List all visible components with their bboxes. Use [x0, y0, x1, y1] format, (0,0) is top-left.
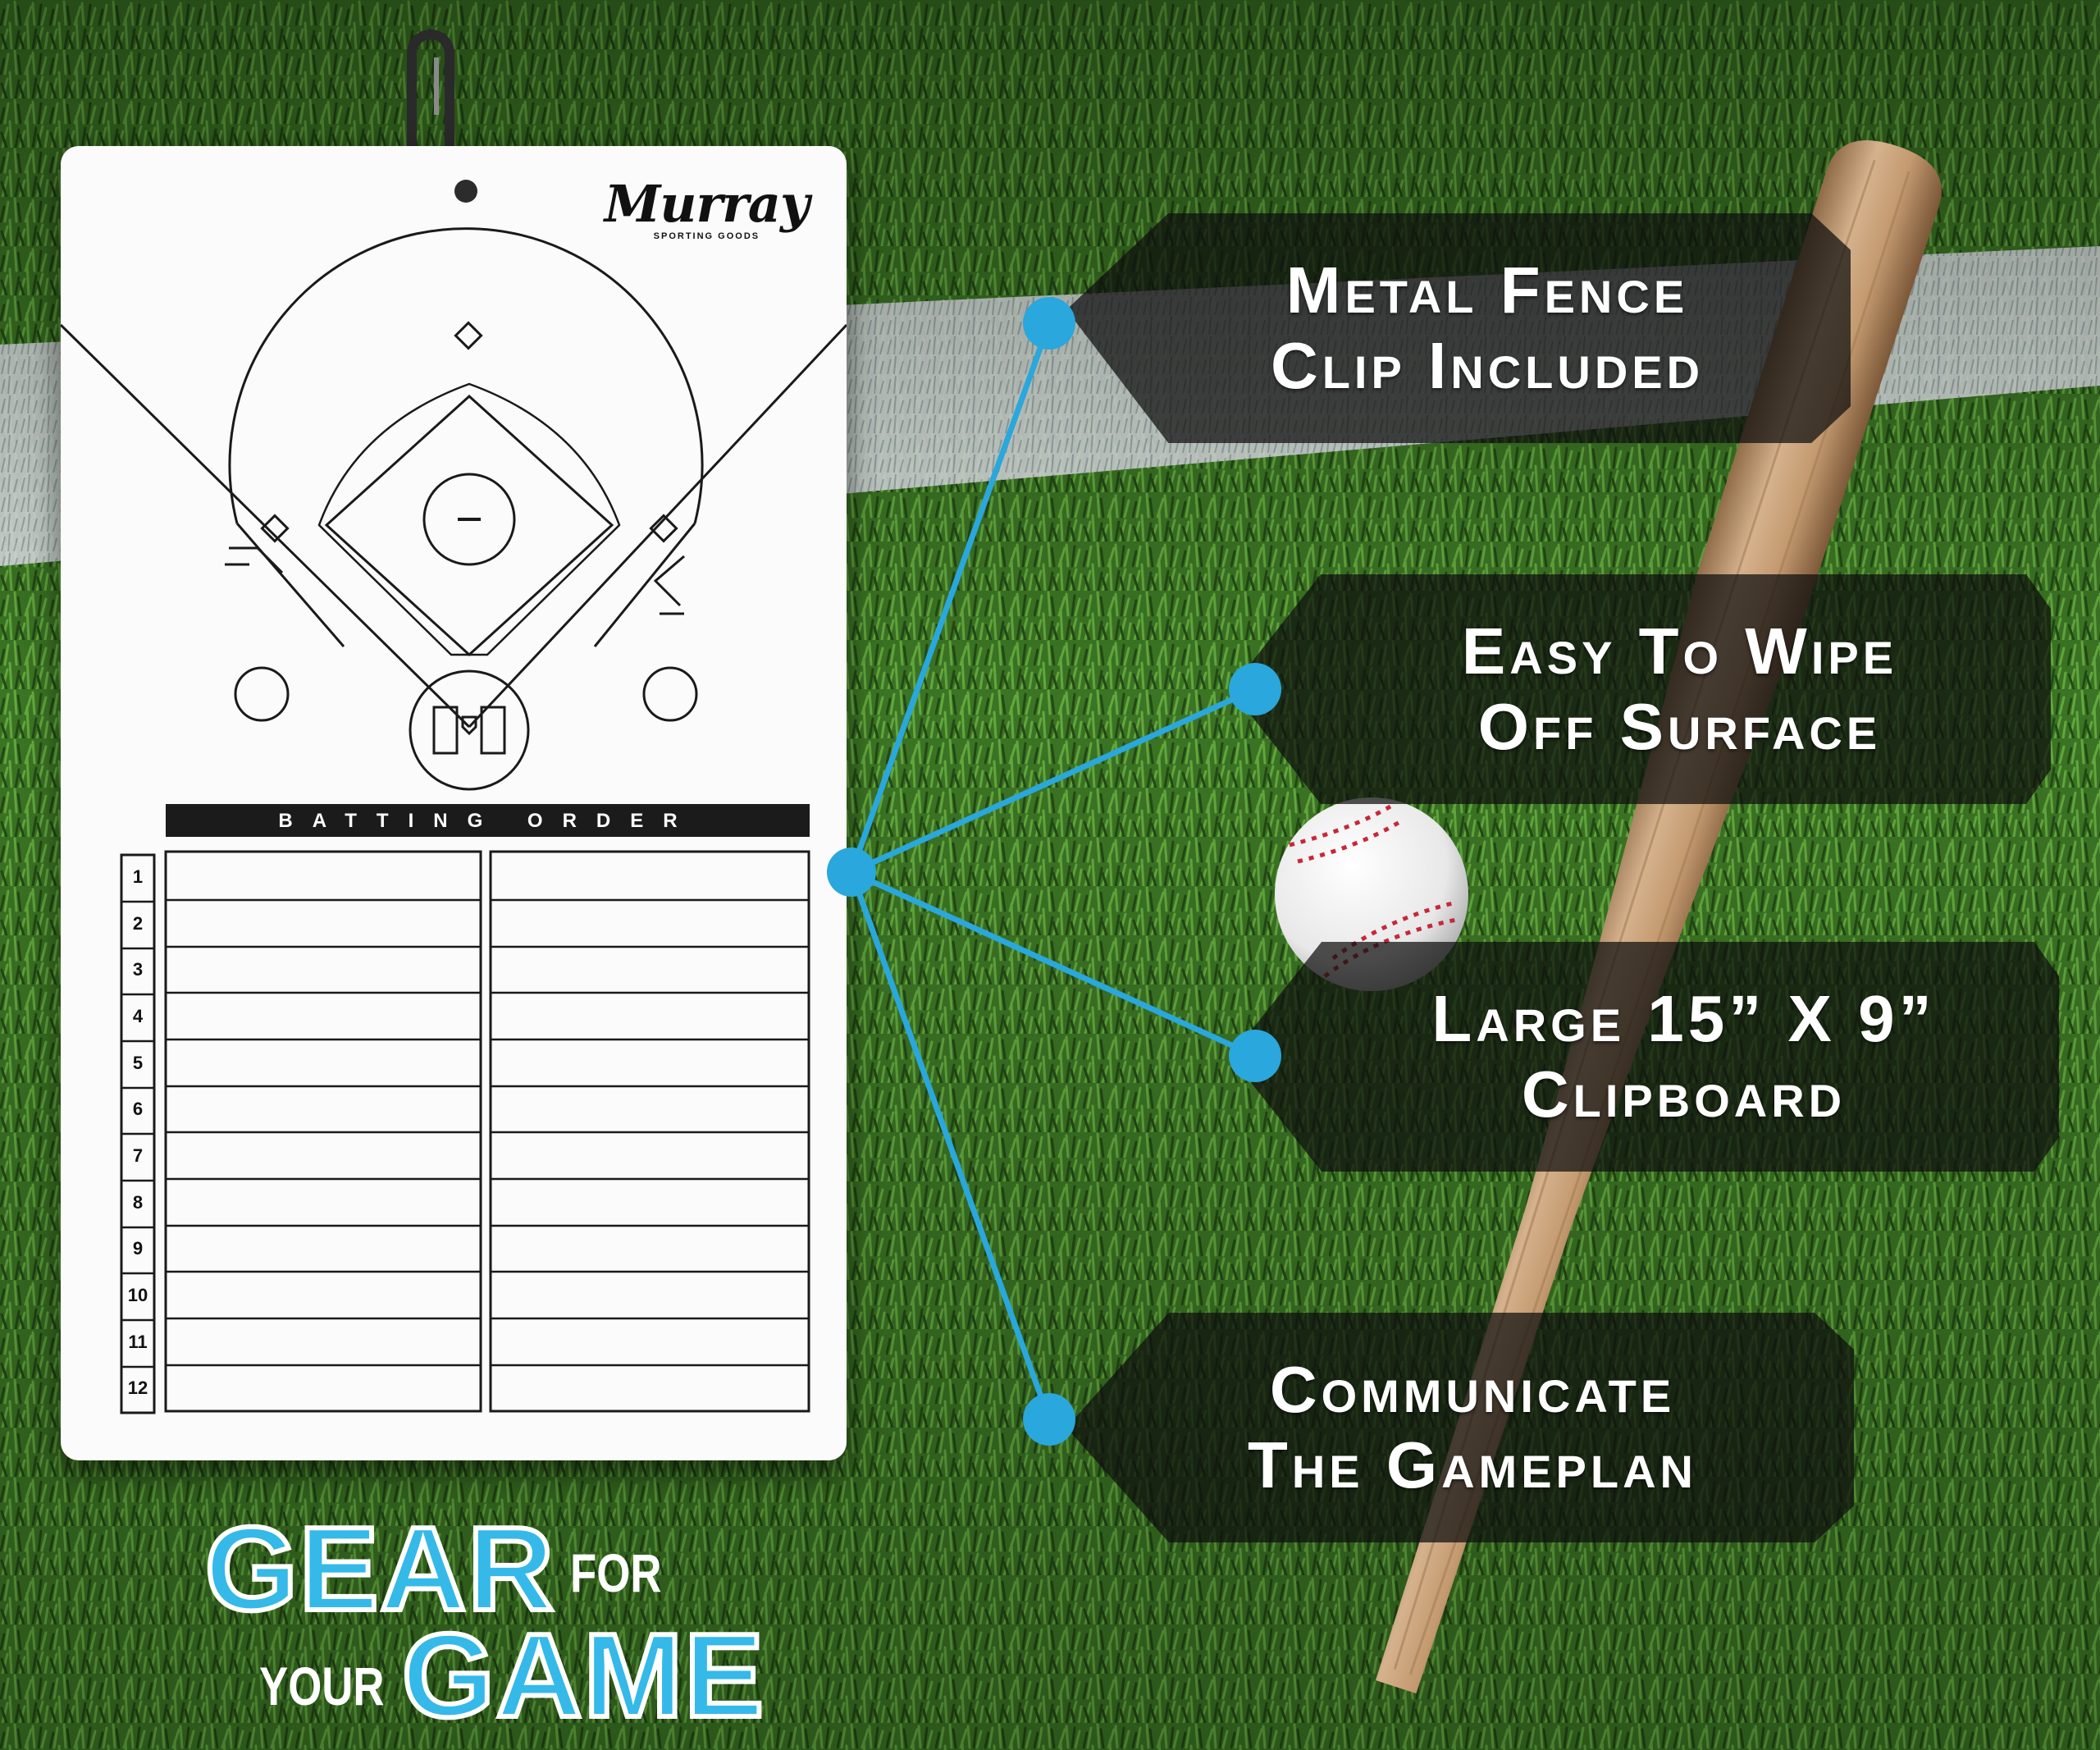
feature-text: Metal Fence Clip Included [1270, 254, 1705, 402]
brand-subtitle: SPORTING GOODS [653, 231, 760, 241]
tagline-for: FOR [570, 1542, 662, 1603]
feature-callout: Communicate The Gameplan [1066, 1313, 1854, 1542]
tagline-your: YOUR [259, 1656, 385, 1716]
row-number: 9 [132, 1238, 144, 1259]
baseball-field-diagram [61, 180, 847, 1414]
feature-callout: Large 15” X 9” Clipboard [1230, 942, 2059, 1172]
batting-order-title: BATTING ORDER [278, 810, 697, 832]
batting-order-grid [120, 850, 810, 1414]
brand-logo: Murray SPORTING GOODS [604, 174, 810, 242]
row-number: 10 [127, 1285, 148, 1305]
feature-text: Easy To Wipe Off Surface [1461, 615, 1898, 763]
row-number: 2 [132, 913, 144, 934]
batting-order-header-bar [166, 804, 810, 837]
row-number: 8 [132, 1192, 144, 1213]
feature-callout: Easy To Wipe Off Surface [1230, 574, 2051, 804]
feature-text: Communicate The Gameplan [1248, 1353, 1697, 1501]
row-number: 11 [128, 1332, 148, 1352]
tagline: GEAR FOR YOUR GAME [203, 1502, 779, 1742]
tagline-game: GAME [399, 1609, 766, 1742]
row-number: 7 [132, 1145, 144, 1166]
row-number: 1 [132, 866, 144, 887]
tagline-gear: GEAR [203, 1502, 556, 1635]
feature-text: Large 15” X 9” Clipboard [1431, 982, 1936, 1131]
row-number: 4 [132, 1006, 144, 1026]
hang-hole [454, 180, 477, 203]
lineup-clipboard: Murray SPORTING GOODS BATTING ORDER 1 2 … [61, 146, 847, 1460]
row-number: 5 [132, 1053, 144, 1073]
row-number: 6 [132, 1099, 144, 1119]
feature-callout: Metal Fence Clip Included [1066, 213, 1851, 443]
row-number: 3 [132, 959, 144, 980]
row-number: 12 [127, 1378, 148, 1398]
brand-name: Murray [604, 174, 810, 234]
